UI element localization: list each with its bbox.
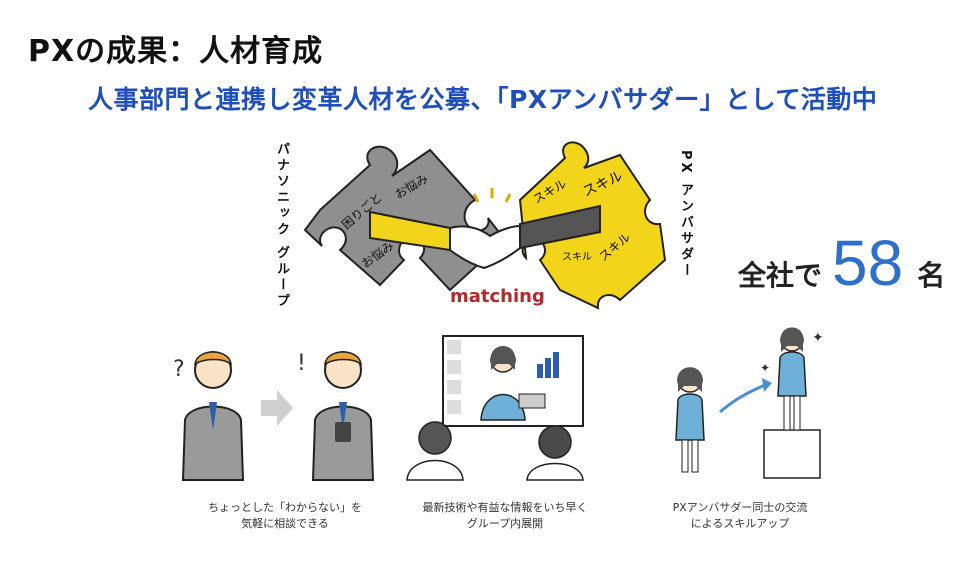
exclamation-mark-icon: ! bbox=[297, 351, 306, 376]
count-prefix: 全社で bbox=[738, 259, 823, 292]
matching-label: matching bbox=[450, 286, 545, 307]
px-ambassador-label: PX アンバサダー bbox=[678, 150, 693, 280]
chart-icon bbox=[537, 352, 559, 378]
sparkle-icon: ✦ bbox=[760, 361, 770, 375]
handshake bbox=[449, 224, 521, 270]
caption-skill-up: PXアンバサダー同士の交流 によるスキルアップ bbox=[650, 500, 830, 532]
page-title: PXの成果：人材育成 bbox=[28, 34, 324, 69]
ambassador-count: 全社で 58 名 bbox=[738, 226, 945, 300]
caption-line: PXアンバサダー同士の交流 bbox=[672, 501, 808, 514]
sparkle-icon: ✦ bbox=[812, 330, 824, 346]
count-suffix: 名 bbox=[917, 259, 946, 292]
count-number: 58 bbox=[832, 227, 904, 299]
caption-line: グループ内展開 bbox=[466, 517, 544, 530]
arrow-right-icon bbox=[261, 390, 293, 426]
caption-consultation: ちょっとした「わからない」を 気軽に相談できる bbox=[180, 500, 390, 532]
caption-line: ちょっとした「わからない」を bbox=[208, 501, 362, 514]
skill-up-illustration: ✦ ✦ bbox=[675, 327, 824, 479]
consultation-illustration: ? ! bbox=[173, 351, 375, 481]
panasonic-group-label: パナソニック グループ bbox=[274, 142, 289, 310]
caption-line: 最新技術や有益な情報をいち早く bbox=[422, 501, 588, 514]
puzzle-handshake-illustration: 困りごと お悩み お悩み スキル スキル スキル スキル matching bbox=[303, 141, 667, 310]
caption-line: によるスキルアップ bbox=[690, 517, 790, 530]
arrow-up-icon bbox=[719, 382, 769, 414]
question-mark-icon: ? bbox=[173, 357, 185, 382]
page-subtitle: 人事部門と連携し変革人材を公募、「PXアンバサダー」として活動中 bbox=[88, 85, 878, 114]
video-meeting-illustration bbox=[406, 335, 584, 481]
right-piece-label: スキル bbox=[562, 252, 592, 263]
caption-information-sharing: 最新技術や有益な情報をいち早く グループ内展開 bbox=[405, 500, 605, 532]
caption-line: 気軽に相談できる bbox=[241, 517, 329, 530]
